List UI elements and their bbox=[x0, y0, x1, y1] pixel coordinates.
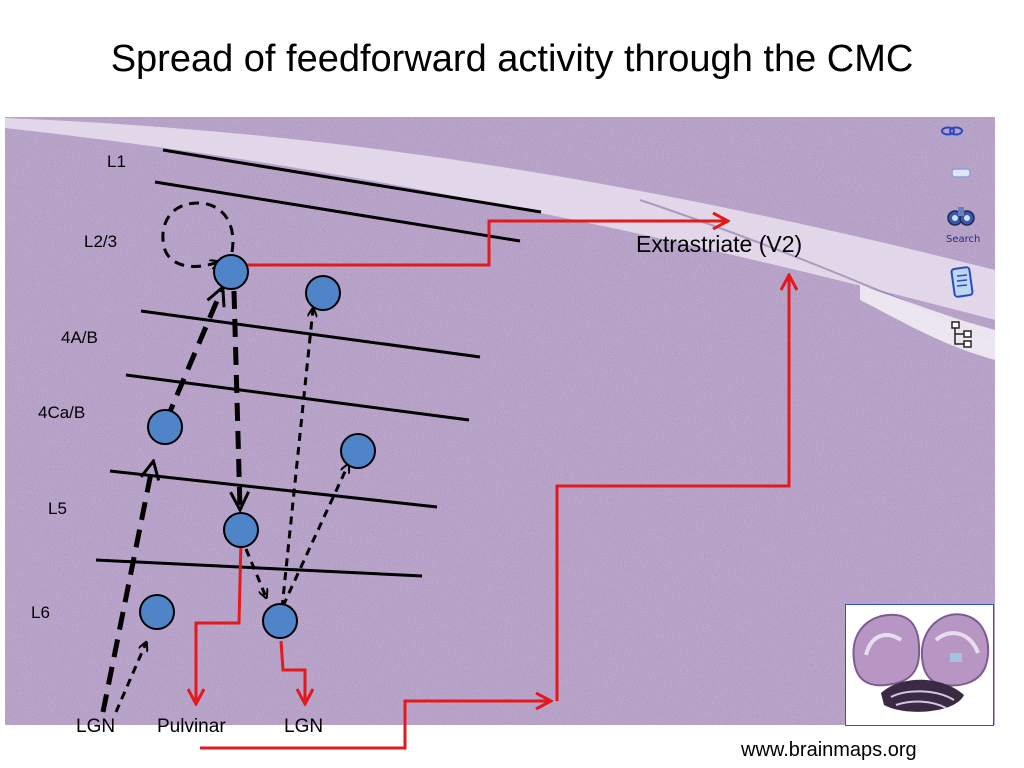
source-credit: www.brainmaps.org bbox=[741, 739, 917, 761]
boundary-5 bbox=[109, 469, 438, 509]
brain-section-image bbox=[852, 613, 990, 712]
layer-boundaries bbox=[95, 148, 542, 578]
boundary-1 bbox=[162, 148, 542, 214]
neuron-l5 bbox=[223, 512, 259, 548]
lgn-output-label: LGN bbox=[284, 716, 324, 737]
link-icon[interactable] bbox=[940, 123, 964, 139]
l23-to-l5-connection bbox=[234, 290, 240, 508]
boundary-3 bbox=[140, 309, 481, 359]
brain-thumbnail[interactable] bbox=[845, 604, 994, 726]
extrastriate-label: Extrastriate (V2) bbox=[636, 231, 803, 257]
layer-label-l6: L6 bbox=[31, 603, 50, 622]
lgn-to-4c-connection bbox=[100, 463, 153, 713]
path-to-extrastriate-top bbox=[247, 221, 727, 267]
neurons bbox=[139, 254, 376, 639]
recurrent-loop-l23 bbox=[161, 201, 235, 267]
lgn-input-label: LGN bbox=[76, 716, 116, 737]
pulvinar-label: Pulvinar bbox=[157, 716, 226, 737]
layer-label-4cab: 4Ca/B bbox=[38, 403, 86, 422]
slide-title: Spread of feedforward activity through t… bbox=[110, 38, 914, 80]
neuron-4c-a bbox=[147, 409, 183, 445]
l6-to-4c-connection bbox=[281, 465, 348, 607]
notes-icon[interactable] bbox=[950, 266, 974, 298]
4c-to-l23-connection bbox=[163, 289, 222, 422]
layer-label-l23: L2/3 bbox=[84, 232, 118, 251]
pale-band bbox=[5, 118, 995, 320]
path-to-extrastriate-right bbox=[555, 276, 789, 701]
search-label[interactable]: Search bbox=[946, 234, 981, 245]
boundary-2 bbox=[154, 180, 521, 243]
neuron-4c-b bbox=[340, 433, 376, 469]
binoculars-icon[interactable] bbox=[946, 203, 976, 229]
layers-icon[interactable] bbox=[950, 166, 972, 180]
output-pathways bbox=[196, 221, 789, 750]
tree-icon[interactable] bbox=[950, 320, 976, 350]
neuron-l23-b bbox=[305, 275, 341, 311]
feedforward-connections bbox=[100, 201, 348, 713]
path-to-pulvinar bbox=[196, 539, 243, 703]
layer-label-4ab: 4A/B bbox=[61, 328, 98, 347]
layer-label-l1: L1 bbox=[107, 152, 126, 171]
neuron-l6-a bbox=[139, 594, 175, 630]
path-to-extrastriate-bottom bbox=[200, 701, 550, 750]
neuron-l6-b bbox=[262, 603, 298, 639]
l5-to-l6-connection bbox=[244, 548, 266, 597]
neuron-l23-a bbox=[213, 254, 249, 290]
boundary-6 bbox=[95, 558, 423, 578]
lgn-to-l6-connection bbox=[114, 643, 146, 713]
path-to-lgn-output bbox=[279, 640, 305, 703]
layer-label-l5: L5 bbox=[48, 499, 67, 518]
